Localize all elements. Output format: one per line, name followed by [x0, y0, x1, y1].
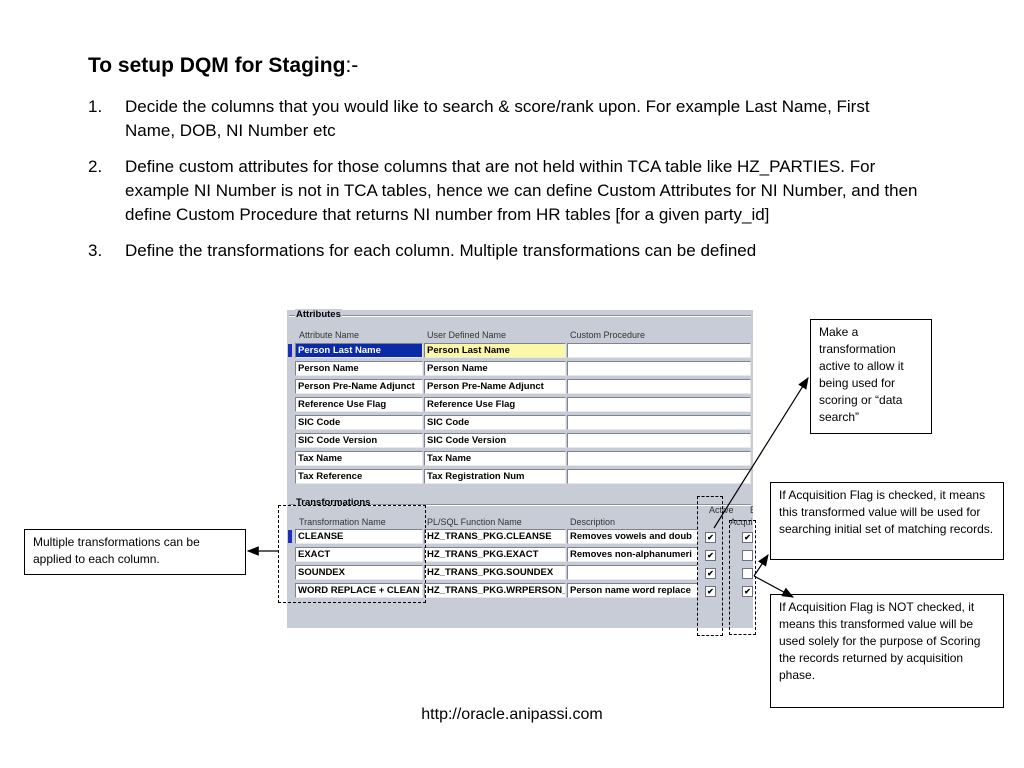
active-checkbox[interactable]: ✔ [705, 532, 716, 543]
user-defined-name-field[interactable]: Tax Name [424, 451, 566, 466]
acquisition-checkbox[interactable] [742, 550, 753, 561]
plsql-function-field[interactable]: HZ_TRANS_PKG.WRPERSON_ [424, 583, 566, 598]
active-column-highlight [697, 496, 723, 636]
active-flag-callout: Make a transformation active to allow it… [810, 319, 932, 434]
step-item: 3.Define the transformations for each co… [88, 241, 757, 260]
step-item: 1.Decide the columns that you would like… [88, 97, 870, 140]
footer-url[interactable]: http://oracle.anipassi.com [421, 706, 603, 723]
col-header-plsql-function: PL/SQL Function Name [427, 517, 522, 527]
col-header-custom-procedure: Custom Procedure [570, 330, 646, 340]
acquisition-checkbox[interactable]: ✔ [742, 586, 753, 597]
transformation-name-field[interactable]: EXACT [295, 547, 423, 562]
attribute-name-field[interactable]: SIC Code Version [295, 433, 423, 448]
plsql-function-field[interactable]: HZ_TRANS_PKG.EXACT [424, 547, 566, 562]
multiple-transformations-callout: Multiple transformations can be applied … [24, 529, 246, 575]
custom-procedure-field[interactable] [567, 451, 751, 466]
custom-procedure-field[interactable] [567, 343, 751, 358]
custom-procedure-field[interactable] [567, 397, 751, 412]
description-field[interactable]: Removes vowels and doub [567, 529, 698, 544]
col-header-description: Description [570, 517, 616, 527]
transformations-group-line [289, 504, 751, 506]
attribute-name-field[interactable]: Person Last Name [295, 343, 423, 358]
attribute-name-field[interactable]: Tax Name [295, 451, 423, 466]
plsql-function-field[interactable]: HZ_TRANS_PKG.CLEANSE [424, 529, 566, 544]
active-checkbox[interactable]: ✔ [705, 586, 716, 597]
transformations-group-label: Transformations [295, 497, 372, 508]
acquisition-column-highlight [729, 520, 756, 635]
acquisition-unchecked-callout: If Acquisition Flag is NOT checked, it m… [770, 594, 1004, 708]
attribute-name-field[interactable]: Person Pre-Name Adjunct [295, 379, 423, 394]
user-defined-name-field[interactable]: SIC Code Version [424, 433, 566, 448]
step-item: 2.Define custom attributes for those col… [88, 157, 918, 224]
transformation-name-field[interactable]: CLEANSE [295, 529, 423, 544]
transformation-name-field[interactable]: WORD REPLACE + CLEAN [295, 583, 423, 598]
custom-procedure-field[interactable] [567, 361, 751, 376]
user-defined-name-field[interactable]: Tax Registration Num [424, 469, 566, 484]
col-header-b: B [750, 505, 753, 515]
steps-list: 1.Decide the columns that you would like… [88, 95, 918, 275]
active-checkbox[interactable]: ✔ [705, 550, 716, 561]
arrow-to-acq-checked [753, 554, 769, 577]
attribute-name-field[interactable]: Tax Reference [295, 469, 423, 484]
current-record-marker [288, 530, 292, 543]
acquisition-checked-callout: If Acquisition Flag is checked, it means… [770, 482, 1004, 560]
transformation-name-field[interactable]: SOUNDEX [295, 565, 423, 580]
active-checkbox[interactable]: ✔ [705, 568, 716, 579]
page-title: To setup DQM for Staging:- [88, 54, 359, 77]
attributes-group-label: Attributes [295, 309, 342, 320]
attribute-name-field[interactable]: Reference Use Flag [295, 397, 423, 412]
user-defined-name-field[interactable]: Person Pre-Name Adjunct [424, 379, 566, 394]
col-header-user-defined-name: User Defined Name [427, 330, 507, 340]
description-field[interactable]: Removes non-alphanumeri [567, 547, 698, 562]
dqm-form-screenshot: Attributes Attribute Name User Defined N… [287, 309, 753, 628]
acquisition-checkbox[interactable]: ✔ [742, 532, 753, 543]
plsql-function-field[interactable]: HZ_TRANS_PKG.SOUNDEX [424, 565, 566, 580]
attribute-name-field[interactable]: Person Name [295, 361, 423, 376]
custom-procedure-field[interactable] [567, 415, 751, 430]
user-defined-name-field[interactable]: SIC Code [424, 415, 566, 430]
col-header-attribute-name: Attribute Name [299, 330, 360, 340]
attributes-group-line [289, 315, 751, 317]
custom-procedure-field[interactable] [567, 469, 751, 484]
custom-procedure-field[interactable] [567, 379, 751, 394]
custom-procedure-field[interactable] [567, 433, 751, 448]
description-field[interactable]: Person name word replace [567, 583, 698, 598]
acquisition-checkbox[interactable] [742, 568, 753, 579]
user-defined-name-field[interactable]: Reference Use Flag [424, 397, 566, 412]
description-field[interactable] [567, 565, 698, 580]
user-defined-name-field[interactable]: Person Name [424, 361, 566, 376]
col-header-transformation-name: Transformation Name [299, 517, 386, 527]
current-record-marker [288, 344, 292, 357]
attribute-name-field[interactable]: SIC Code [295, 415, 423, 430]
transformation-name-highlight [278, 505, 426, 603]
user-defined-name-field[interactable]: Person Last Name [424, 343, 566, 358]
